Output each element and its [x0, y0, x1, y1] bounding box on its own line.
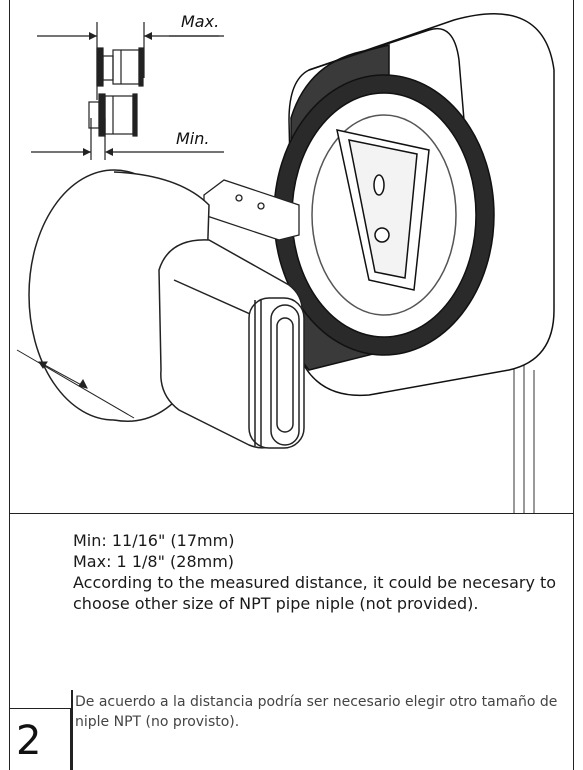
min-spec: Min: 11/16" (17mm) [73, 531, 235, 550]
spanish-paragraph: De acuerdo a la distancia podría ser nec… [75, 694, 558, 730]
pipe-assembly [28, 169, 305, 449]
instructions-english: Min: 11/16" (17mm) Max: 1 1/8" (28mm) Ac… [73, 530, 563, 614]
installation-illustration: Max. Min. [9, 0, 574, 514]
step-divider [71, 690, 73, 770]
step-number: 2 [16, 718, 42, 764]
mounting-bracket [203, 179, 300, 241]
dimension-detail [31, 22, 224, 160]
assembly-drawing: Max. Min. [16, 12, 555, 513]
max-spec: Max: 1 1/8" (28mm) [73, 552, 235, 571]
max-label: Max. [181, 12, 219, 31]
step-number-box [9, 708, 71, 770]
wall-lines [513, 360, 535, 513]
dispenser-unit [273, 13, 555, 397]
english-paragraph: According to the measured distance, it c… [73, 573, 557, 613]
diameter-dimension [16, 349, 135, 419]
min-label: Min. [176, 129, 209, 148]
page-frame [9, 0, 574, 770]
